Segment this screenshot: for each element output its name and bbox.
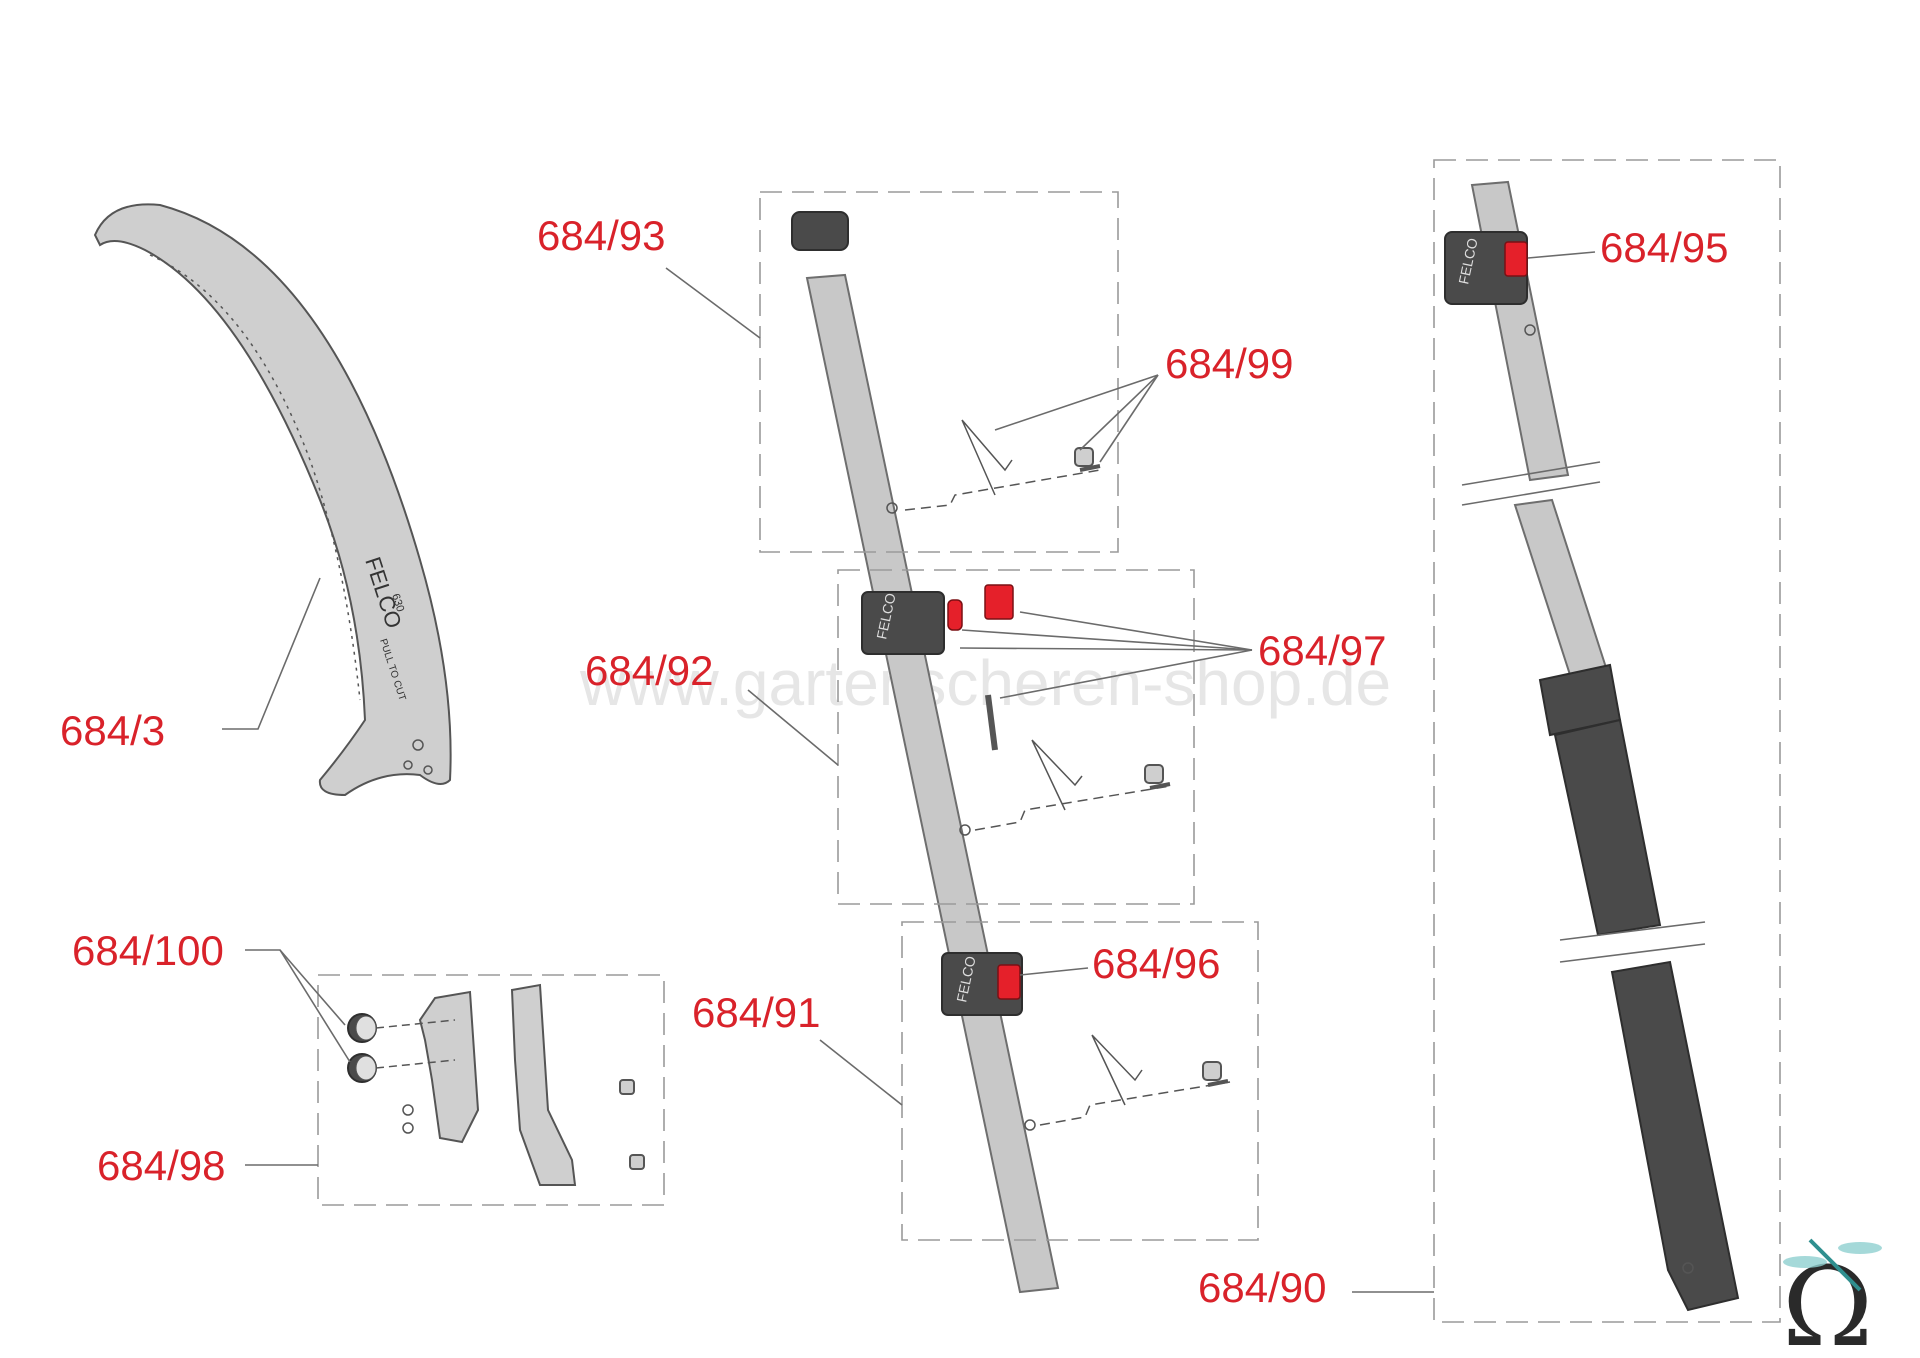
spring-clip-684-92 [974,739,1171,831]
watermark-text: www.gartenscheren-shop.de [579,647,1391,719]
red-button-684-95 [1504,241,1528,277]
omega-dragonfly-icon: Ω [1782,1238,1882,1358]
clamp-684-92 [861,591,945,655]
label-684-96: 684/96 [1092,940,1220,987]
box-684-91 [901,921,1259,1241]
label-684-91: 684/91 [692,989,820,1036]
label-684-90: 684/90 [1198,1264,1326,1311]
label-684-95: 684/95 [1600,224,1728,271]
label-684-3: 684/3 [60,707,165,754]
end-cap-684-93 [791,211,849,251]
saw-blade: FELCO 630 PULL TO CUT [93,203,452,797]
label-684-97: 684/97 [1258,627,1386,674]
label-684-99: 684/99 [1165,340,1293,387]
box-684-93 [759,191,1119,553]
label-684-93: 684/93 [537,212,665,259]
bracket-assembly [347,983,645,1186]
box-684-92 [837,569,1195,905]
red-button-684-96 [997,964,1021,1000]
red-clip-684-97a [947,599,963,631]
right-pole: FELCO [1444,180,1740,1312]
label-684-98: 684/98 [97,1142,225,1189]
red-clip-684-97b [984,584,1014,620]
spring-clip-684-91 [1039,1034,1231,1126]
label-684-100: 684/100 [72,927,224,974]
saw-model-text: 630 [389,592,406,613]
box-684-98 [317,974,665,1206]
box-684-90 [1433,159,1781,1323]
spring-clip-684-99 [904,419,1101,511]
label-684-92: 684/92 [585,647,713,694]
center-pole: FELCO FELCO [791,211,1060,1294]
